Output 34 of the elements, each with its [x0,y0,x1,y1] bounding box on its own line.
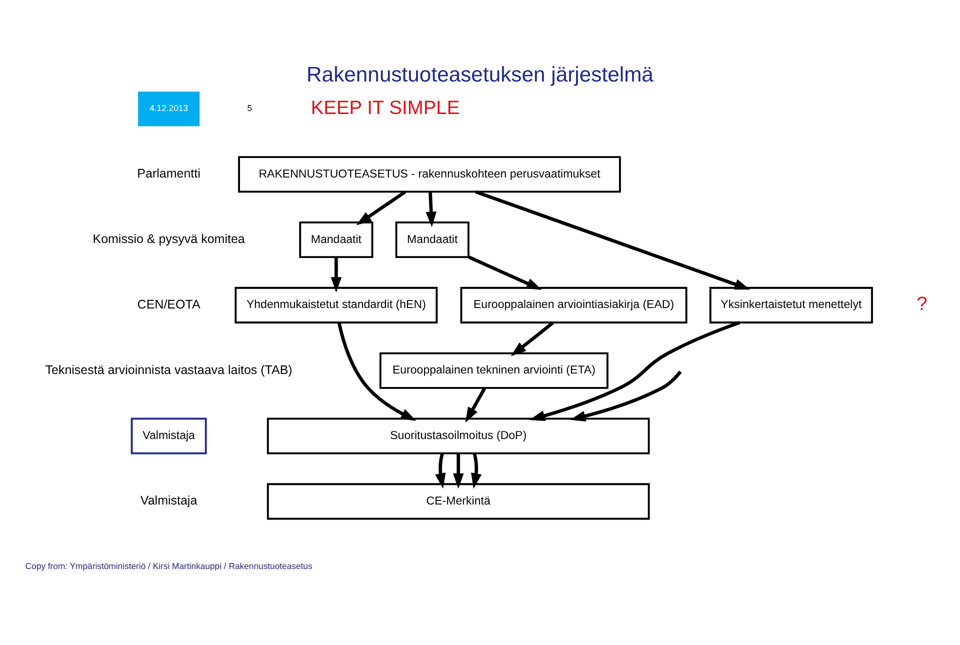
arrow [452,454,464,489]
arrow [510,322,554,356]
node-box: Suoritustasoilmoitus (DoP) [266,418,650,454]
node-box: Yksinkertaistetut menettelyt [709,286,873,324]
label: Teknisestä arvioinnista vastaava laitos (TAB) [45,362,292,377]
label: ? [916,294,928,315]
arrow [570,370,682,422]
label: 5 [247,103,252,114]
label: KEEP IT SIMPLE [310,98,460,119]
arrow [471,453,482,489]
label: Copy from: Ympäristöministeriö / Kirsi Martinkauppi / Rakennustuoteasetus [25,560,312,571]
node-box: Yhdenmukaistetut standardit (hEN) [234,286,438,324]
label: 4.12.2013 [150,103,188,114]
node-box: RAKENNUSTUOTEASETUS - rakennuskohteen perusvaatimukset [238,156,621,193]
arrow [435,453,446,489]
label: Parlamentti [137,166,200,181]
node-box: Eurooppalainen arviointiasiakirja (EAD) [460,286,688,324]
node-box: Mandaatit [395,222,470,258]
node-box: Mandaatit [299,222,374,258]
diagram-title: Rakennustuoteasetuksen järjestelmä [306,64,654,87]
arrow [475,190,750,290]
arrow [529,320,740,422]
arrow [426,192,437,228]
arrow [337,322,416,421]
arrow [465,387,486,423]
arrow [330,257,342,293]
label: Valmistaja [140,494,198,508]
node-box: CE-Merkintä [266,483,650,520]
node-box: Eurooppalainen tekninen arviointi (ETA) [379,352,608,389]
label: Komissio & pysyvä komitea [92,232,245,246]
label: CEN/EOTA [137,297,200,312]
arrow [468,256,542,290]
arrow [356,190,406,226]
node-box: Valmistaja [130,418,207,454]
